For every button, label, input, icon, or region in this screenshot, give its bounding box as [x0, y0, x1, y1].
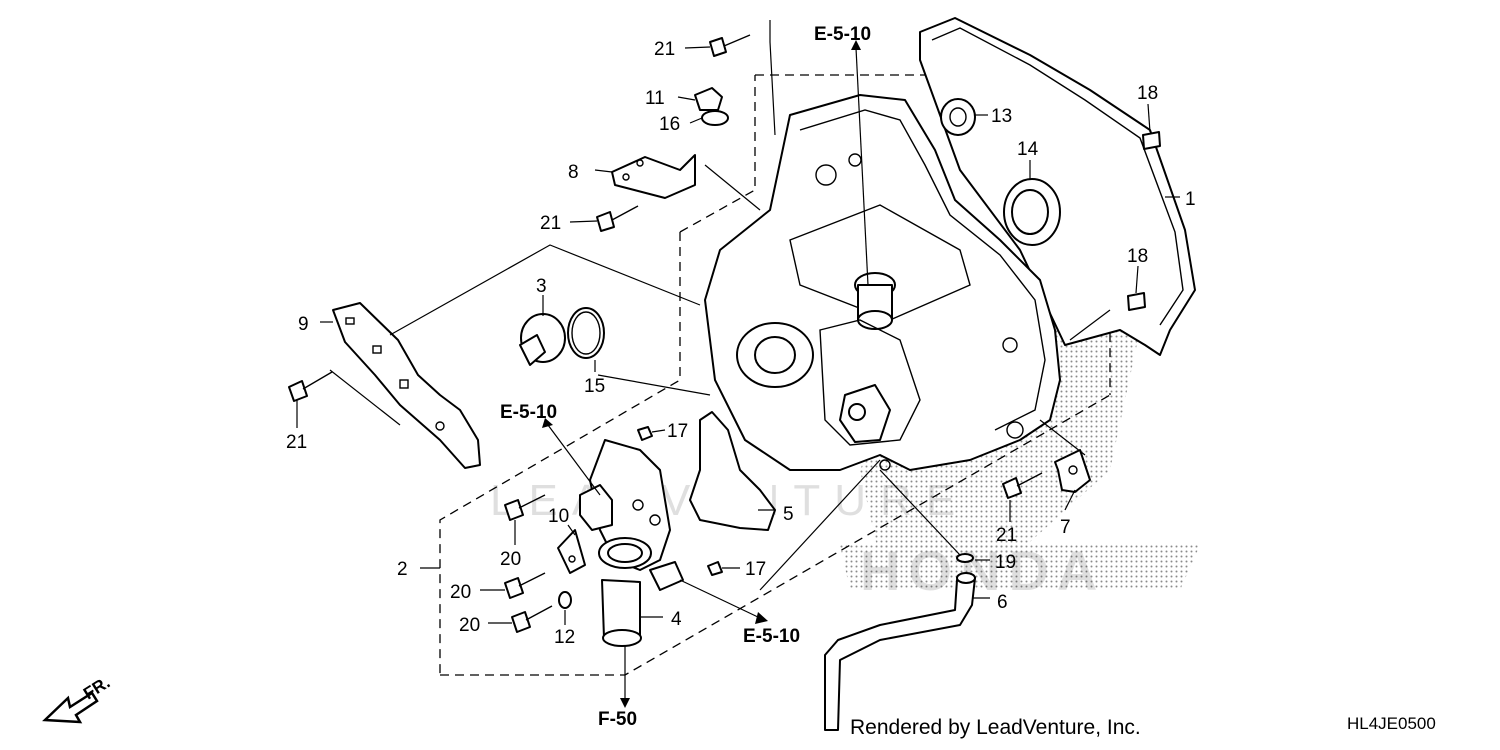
bracket-8 [611, 154, 696, 199]
callout: 2 [397, 559, 408, 580]
callout: 18 [1127, 246, 1148, 267]
callout: 10 [548, 506, 569, 527]
ref-label: E-5-10 [500, 402, 557, 423]
bracket-7 [1054, 449, 1091, 493]
callout: 20 [450, 582, 471, 603]
callout: 1 [1185, 189, 1196, 210]
reference-arrows [542, 40, 869, 708]
callout: 4 [671, 609, 682, 630]
callout: 19 [995, 552, 1016, 573]
ref-label: F-50 [598, 709, 637, 730]
callout: 11 [645, 88, 665, 109]
callout: 3 [536, 276, 547, 297]
callout: 9 [298, 314, 309, 335]
bracket-10 [557, 529, 586, 574]
callout: 21 [286, 432, 307, 453]
callout: 6 [997, 592, 1008, 613]
callout: 17 [745, 559, 766, 580]
ref-label: E-5-10 [814, 24, 871, 45]
callout: 16 [659, 114, 680, 135]
reference-labels: E-5-10 E-5-10 E-5-10 F-50 [500, 24, 871, 730]
ref-label: E-5-10 [743, 626, 800, 647]
diagram-code: HL4JE0500 [1347, 714, 1436, 733]
plugs-17 [637, 426, 723, 576]
washer-12 [558, 591, 572, 609]
credit-text: Rendered by LeadVenture, Inc. [850, 716, 1141, 739]
gasket-5 [689, 411, 776, 531]
callout: 20 [459, 615, 480, 636]
callout: 21 [540, 213, 561, 234]
callout: 12 [554, 627, 575, 648]
callout: 17 [667, 421, 688, 442]
plug-and-oring [694, 87, 729, 126]
fr-arrow-icon: FR. [42, 673, 113, 724]
callout: 13 [991, 106, 1012, 127]
gasket [919, 17, 1196, 356]
bolts-21 [288, 34, 1043, 499]
bolts-20 [504, 494, 553, 633]
pump-housing [579, 439, 684, 647]
callout: 20 [500, 549, 521, 570]
callouts: 1 2 3 4 5 6 7 8 9 10 11 12 13 14 15 16 1… [286, 39, 1196, 648]
washer-19 [956, 553, 974, 563]
oil-seal [1003, 178, 1061, 246]
plate-9 [332, 302, 481, 469]
leader-lines [296, 20, 1180, 625]
dowel-pins [1127, 131, 1161, 311]
watermark-brand: HONDA [860, 539, 1105, 602]
callout: 15 [584, 376, 605, 397]
callout: 8 [568, 162, 579, 183]
callout: 21 [654, 39, 675, 60]
callout: 7 [1060, 517, 1071, 538]
callout: 5 [783, 504, 794, 525]
case-cover [704, 94, 1061, 471]
hose-6 [824, 459, 976, 731]
callout: 14 [1017, 139, 1039, 160]
oring-15 [567, 307, 605, 359]
cap-3 [519, 313, 566, 366]
callout: 18 [1137, 83, 1158, 104]
callout: 21 [996, 525, 1017, 546]
bearing [940, 98, 976, 136]
